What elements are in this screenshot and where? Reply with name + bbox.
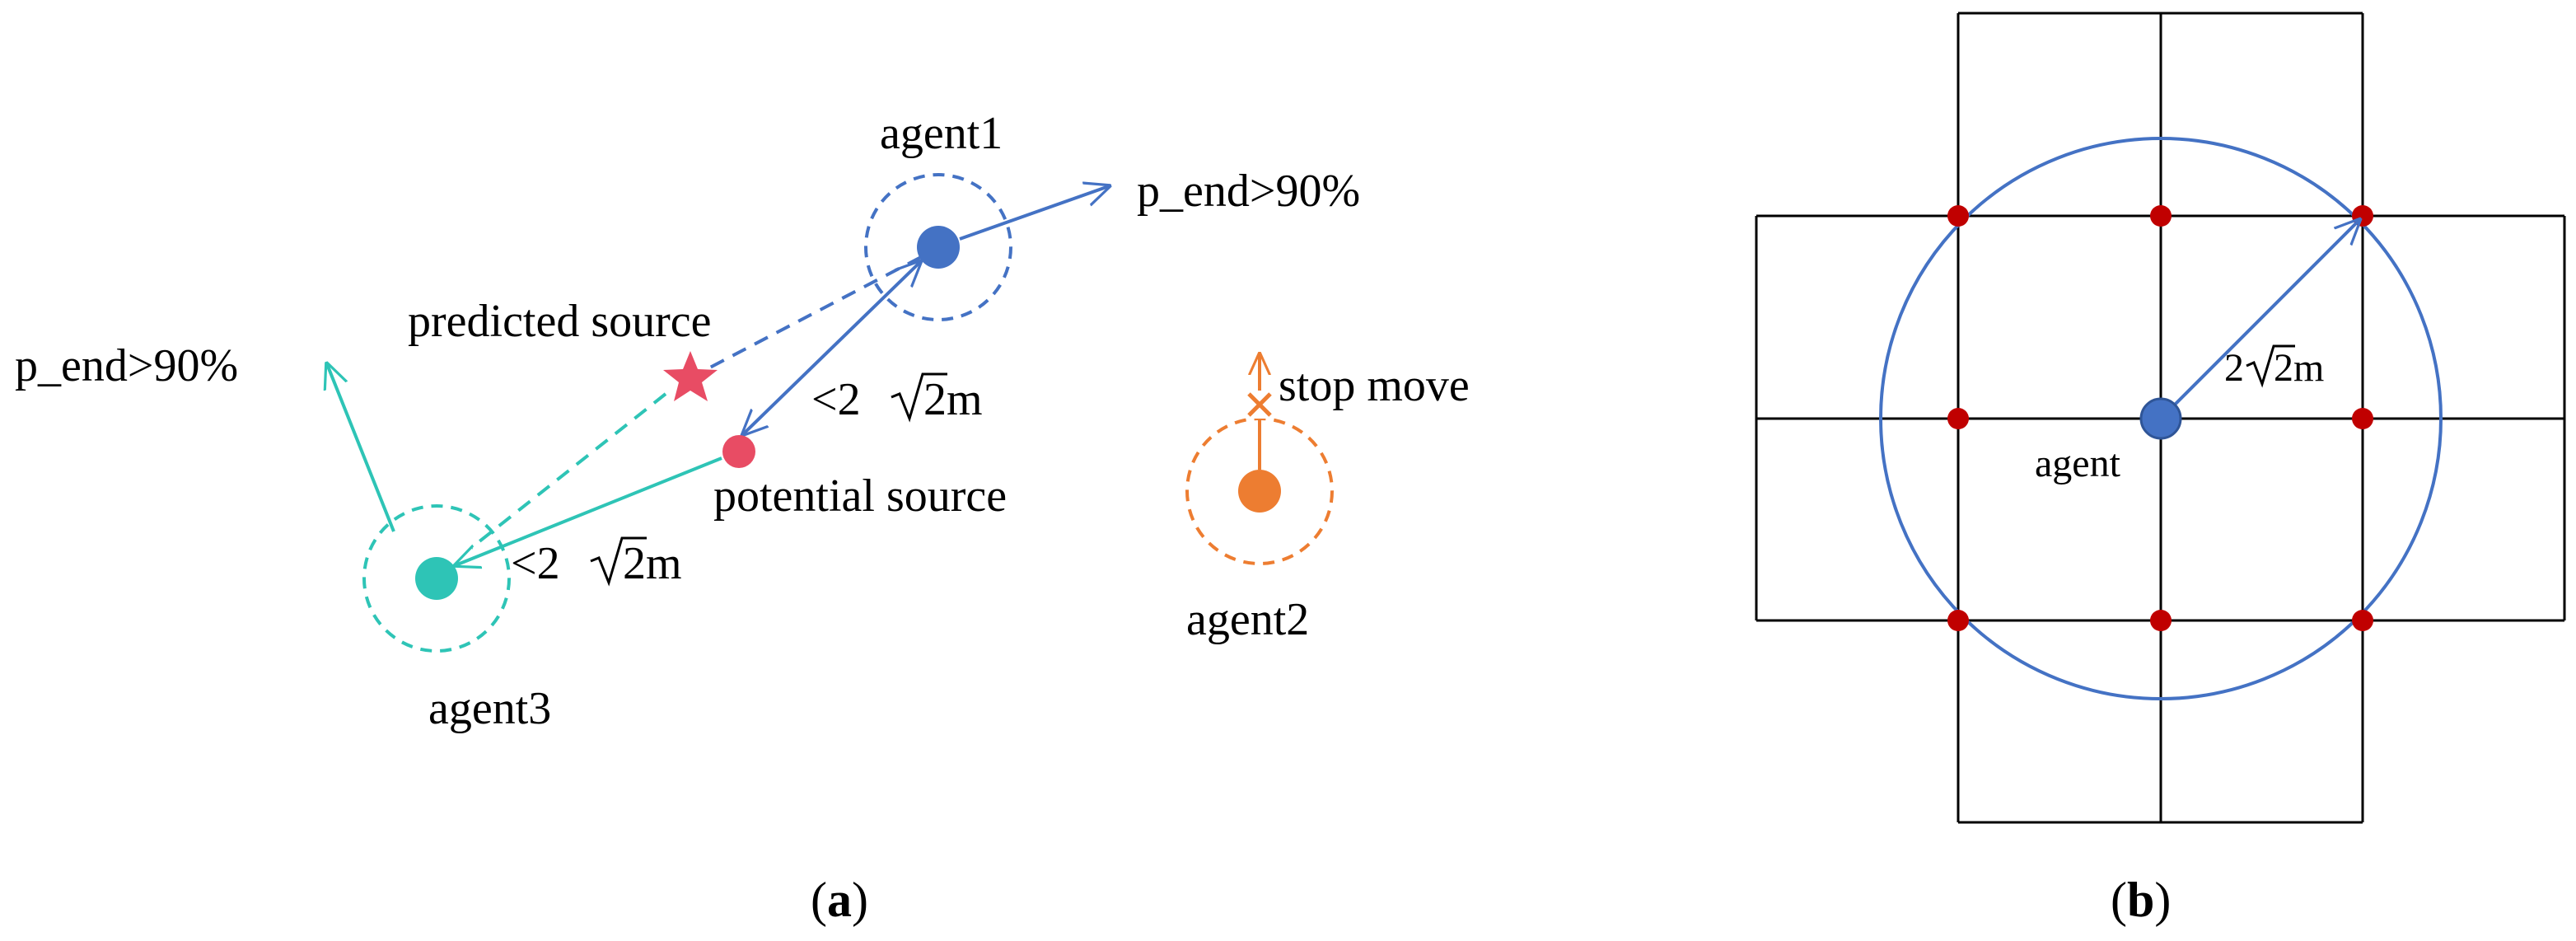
agent1-p-end-label: p_end>90% xyxy=(1137,166,1360,217)
sqrt-symbol-upper xyxy=(891,372,947,423)
agent3-group: agent3 p_end>90% xyxy=(15,340,722,734)
agent2-marker xyxy=(1238,470,1281,513)
grid-point xyxy=(2352,408,2373,429)
agent3-marker xyxy=(415,557,458,600)
agent3-label: agent3 xyxy=(428,683,551,734)
grid-point xyxy=(2150,205,2172,227)
radius-arrow xyxy=(2159,220,2359,420)
distance-label-lower: <2 2m xyxy=(511,536,682,589)
caption-a-letter: a xyxy=(827,873,852,927)
radius-tail: 2m xyxy=(2274,346,2324,390)
agent1-label: agent1 xyxy=(880,108,1003,159)
potential-source-marker xyxy=(722,435,755,468)
panel-a: agent1 p_end>90% predicted source <2 2m … xyxy=(15,108,1470,927)
sqrt-symbol-lower xyxy=(590,536,647,587)
agent2-label: agent2 xyxy=(1186,594,1309,645)
radius-prefix: 2 xyxy=(2224,346,2244,390)
predicted-source-to-agent3-dashed xyxy=(470,392,667,550)
grid-point xyxy=(1947,205,1969,227)
distance-lower-tail: 2m xyxy=(623,538,682,589)
caption-b-open: ( xyxy=(2111,873,2127,927)
predicted-source-star xyxy=(663,351,718,401)
agent3-range-circle xyxy=(362,504,511,653)
distance-label-upper: <2 2m xyxy=(811,372,983,425)
predicted-source-label: predicted source xyxy=(408,296,711,347)
caption-b-close: ) xyxy=(2154,873,2171,927)
agent1-potential-distance-arrow xyxy=(743,262,920,434)
agent-label: agent xyxy=(2035,442,2121,485)
radius-label: 2 2m xyxy=(2224,344,2324,390)
caption-a-close: ) xyxy=(852,873,868,927)
caption-a-open: ( xyxy=(811,873,827,927)
panel-b: agent 2 2m (b) xyxy=(1755,12,2566,927)
agent3-p-end-label: p_end>90% xyxy=(15,340,238,391)
agent1-group: agent1 p_end>90% xyxy=(864,108,1360,321)
caption-b-letter: b xyxy=(2127,873,2154,927)
distance-upper-prefix: <2 xyxy=(811,374,861,425)
grid-point xyxy=(2150,610,2172,631)
grid-point xyxy=(1947,610,1969,631)
agent1-to-predicted-source-dashed xyxy=(706,255,922,371)
sensing-range-circle xyxy=(1879,137,2443,700)
agent3-to-potential-source-arrow xyxy=(456,456,722,565)
agent1-range-circle xyxy=(864,173,1012,321)
caption-a: (a) xyxy=(811,873,868,927)
agent1-direction-arrow xyxy=(959,186,1109,241)
caption-b: (b) xyxy=(2111,873,2171,927)
distance-lower-prefix: <2 xyxy=(511,538,560,589)
agent-marker xyxy=(2139,397,2182,440)
agent1-marker xyxy=(917,226,960,269)
stop-x-icon xyxy=(1246,391,1274,419)
stop-move-label: stop move xyxy=(1279,360,1470,411)
agent3-direction-arrow xyxy=(327,364,395,532)
sqrt-symbol-radius xyxy=(2246,344,2295,388)
distance-upper-tail: 2m xyxy=(923,374,983,425)
agent2-group: stop move agent2 xyxy=(1185,354,1470,645)
grid-point xyxy=(2352,610,2373,631)
potential-source-label: potential source xyxy=(713,470,1007,522)
grid-point xyxy=(1947,408,1969,429)
